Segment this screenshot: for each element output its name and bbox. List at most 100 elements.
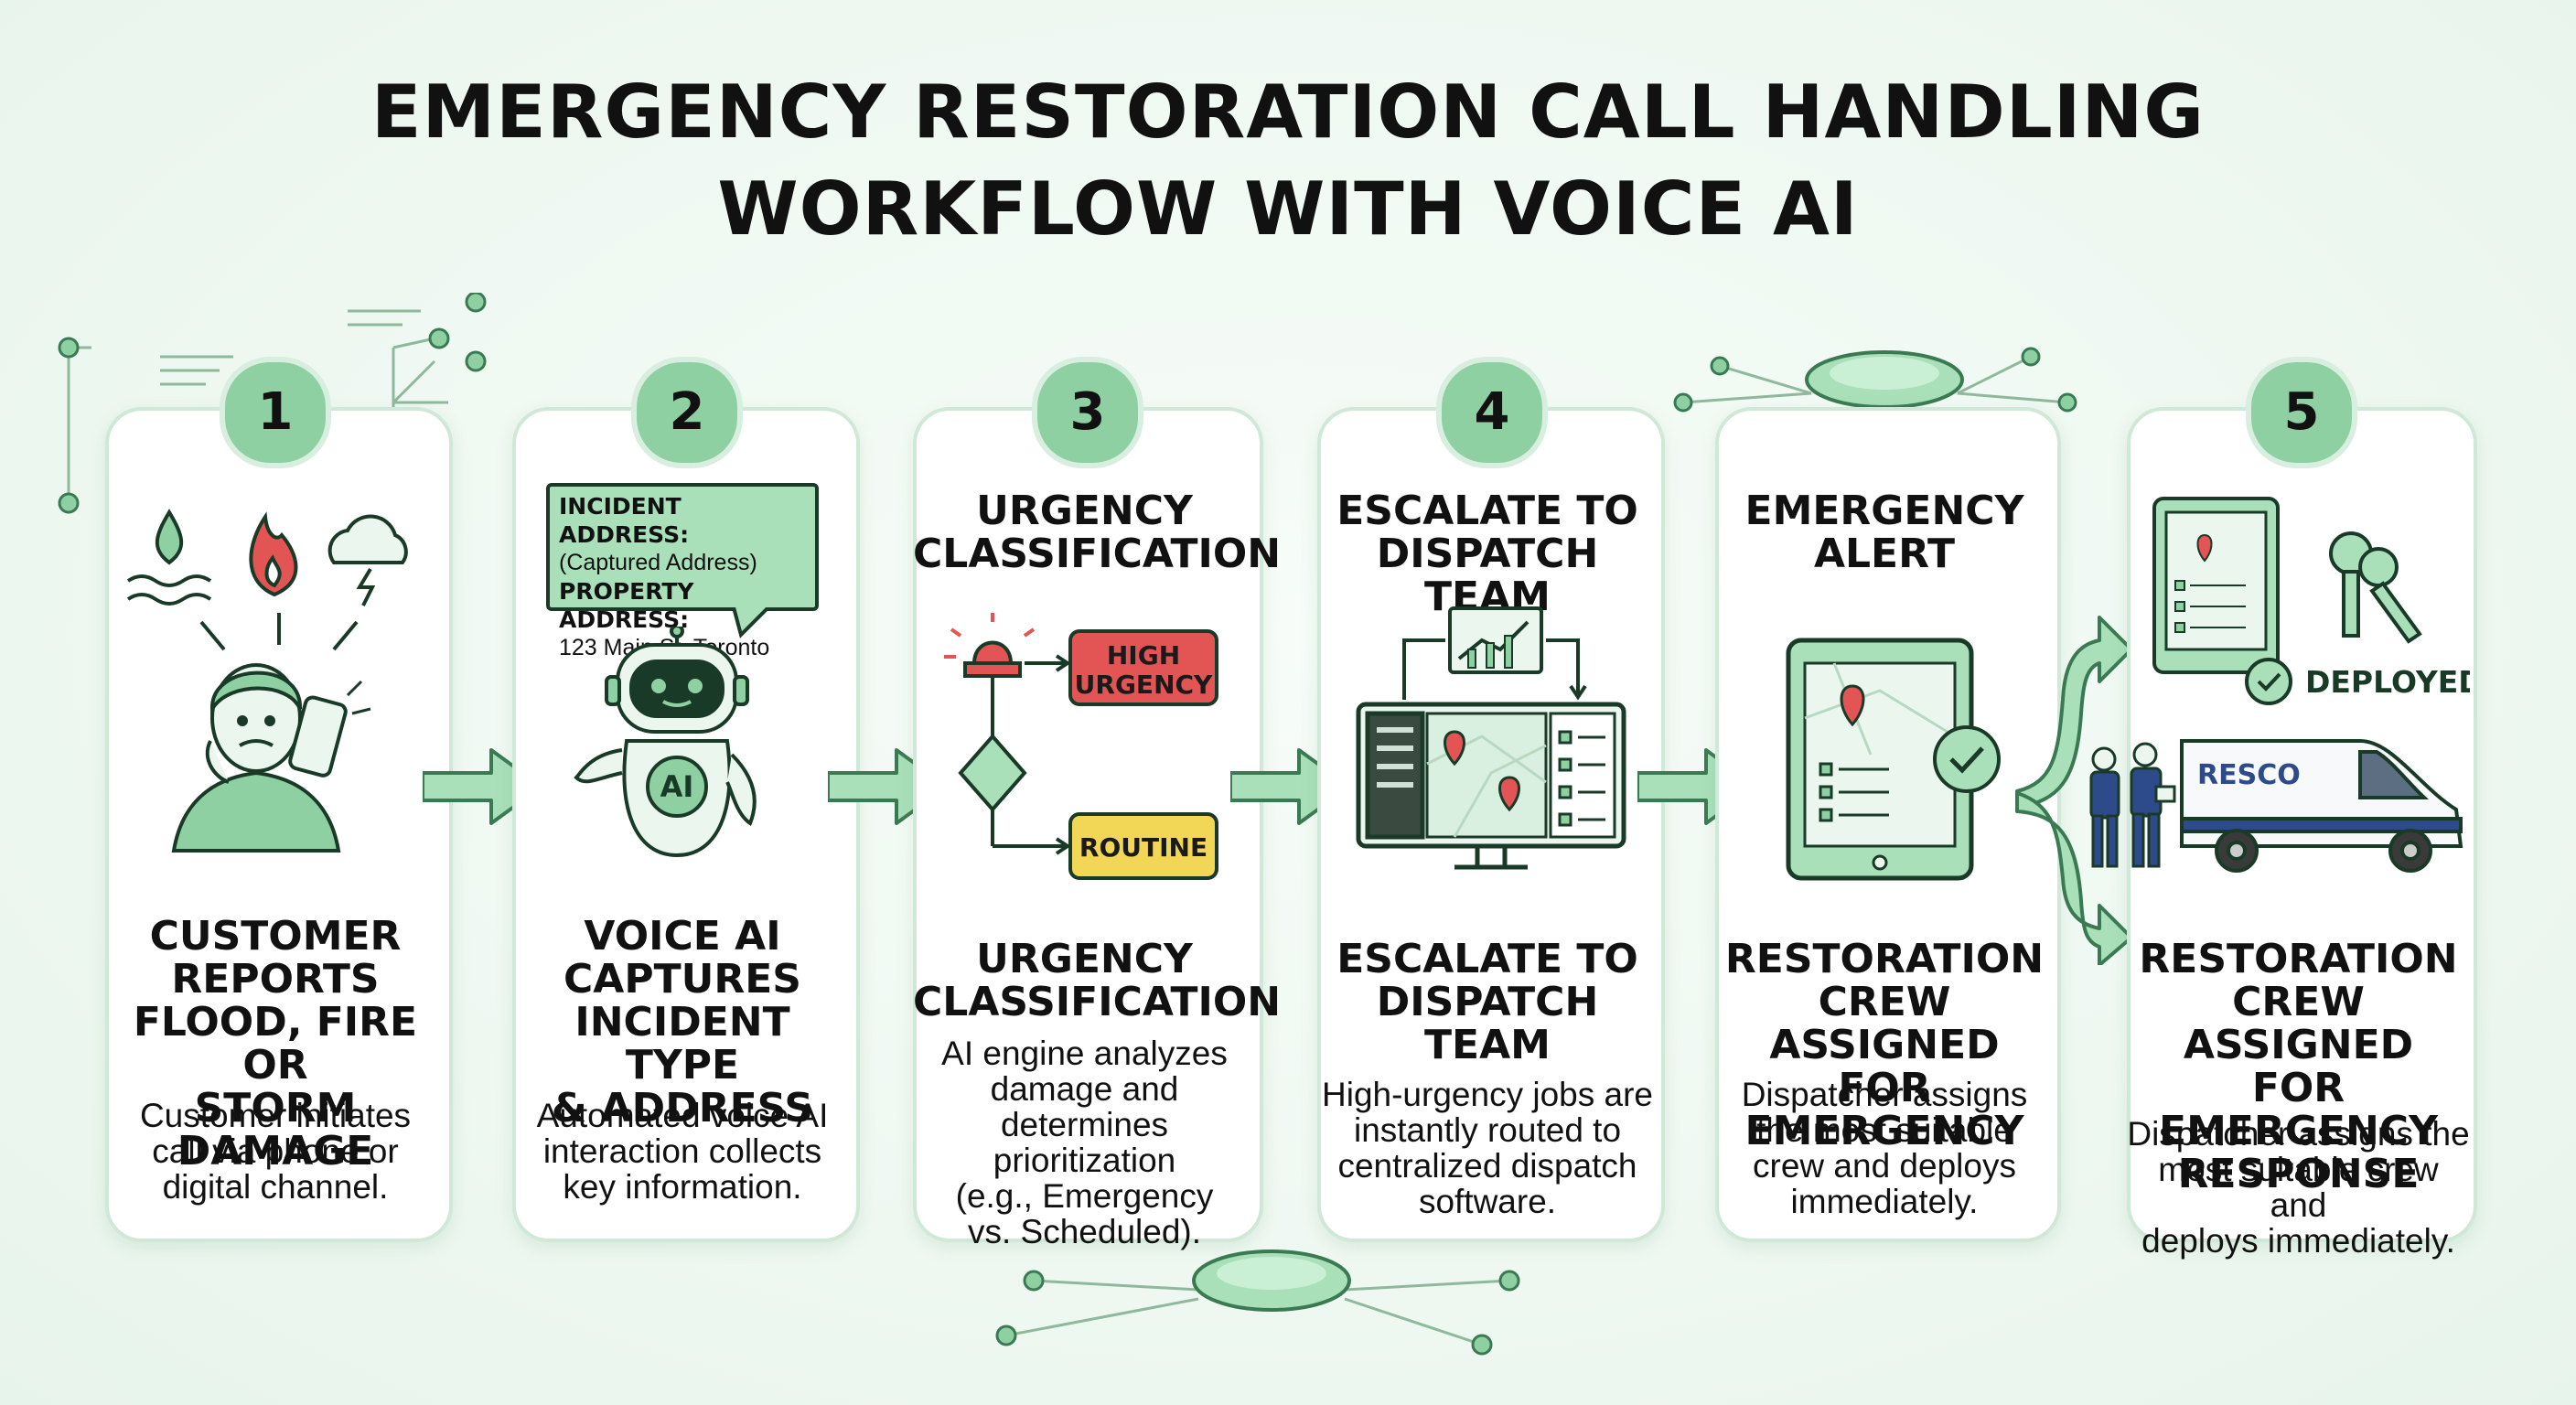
description-line: Customer initiates [139,1097,412,1134]
person-with-phone-icon [171,663,371,853]
step-number-4: 4 [1436,357,1548,468]
description-line: most suitable crew and [2158,1151,2439,1224]
heading-line: DISPATCH TEAM [1376,531,1599,620]
step-alert-description: Dispatcher assigns the most suitable cre… [1715,1077,2054,1219]
van-brand-label: RESCO [2197,759,2301,791]
heading-line: ALERT [1813,531,1956,577]
description-line: crew and deploys [1753,1147,2016,1185]
description-line: instantly routed to [1353,1111,1622,1149]
step-number-3: 3 [1032,357,1143,468]
fire-icon [249,511,298,597]
description-line: software. [1418,1183,1557,1220]
heading-line: VOICE AI [584,913,781,960]
routine-badge [1068,812,1218,880]
water-drop-icon [126,509,212,606]
heading-line: ESCALATE TO [1336,488,1638,534]
step-4-top-heading: ESCALATE TO DISPATCH TEAM [1317,489,1658,618]
heading-line: CLASSIFICATION [913,531,1282,577]
description-line: call via phone or [152,1132,399,1170]
description-line: damage and [990,1070,1179,1108]
description-line: (e.g., Emergency [955,1177,1214,1215]
robot-ai-label: AI [660,769,694,804]
description-line: immediately. [1790,1183,1979,1220]
description-line: Dispatcher assigns the [2127,1115,2470,1153]
decision-diamond [958,733,1027,813]
step-alert-heading: RESTORATION CREW ASSIGNED FOR EMERGENCY [1715,938,2054,1153]
branch-arrows [2015,616,2133,965]
dispatch-monitor-icon [1356,606,1626,870]
classification-flowchart: HIGH URGENCY ROUTINE [944,613,1218,880]
step-number-1: 1 [220,357,331,468]
crew-workers-icon [2089,742,2176,868]
deployed-check-icon [2245,658,2292,705]
circuit-decoration-top [1673,347,2077,413]
heading-line: STORM DAMAGE [177,1085,374,1174]
address-speech-bubble: INCIDENT ADDRESS: (Captured Address) PRO… [546,483,819,660]
step-4-description: High-urgency jobs are instantly routed t… [1317,1077,1658,1219]
checkmark-icon [1933,725,2001,793]
heading-line: FOR EMERGENCY [2159,1065,2438,1154]
bubble-line-label: INCIDENT ADDRESS: [559,493,690,548]
routine-label: ROUTINE [1079,832,1208,863]
heading-line: ESCALATE TO [1336,936,1638,982]
high-urgency-label-1: HIGH [1107,640,1180,670]
title-line-2: WORKFLOW WITH VOICE AI [717,166,1859,252]
step-number-2: 2 [631,357,743,468]
map-pin-icon [1840,684,1865,727]
heading-line: & ADDRESS [551,1085,814,1132]
heading-line: RESPONSE [2177,1151,2420,1197]
deployment-illustration: DEPLOYED RESCO [2089,497,2470,873]
description-line: centralized dispatch [1337,1147,1637,1185]
heading-line: FLOOD, FIRE OR [133,999,418,1089]
description-line: vs. Scheduled). [967,1213,1202,1250]
step-3-top-heading: URGENCY CLASSIFICATION [913,488,1282,577]
deployed-label: DEPLOYED [2305,664,2470,700]
description-line: Automated voice AI [536,1097,829,1134]
tablet-icon [2152,497,2280,674]
step-2-description: Automated voice AI interaction collects … [512,1098,853,1205]
description-line: digital channel. [162,1168,389,1206]
heading-line: CREW ASSIGNED [1769,979,2000,1068]
analytics-chart-icon [1448,606,1543,674]
storm-cloud-icon [327,514,408,606]
description-line: the most suitable [1756,1111,2012,1149]
heading-line: RESTORATION [2139,936,2458,982]
heading-line: TEAM [1424,1022,1551,1068]
step-2-heading: VOICE AI CAPTURES INCIDENT TYPE & ADDRES… [512,915,853,1130]
high-urgency-label-2: URGENCY [1075,670,1213,700]
title-line-1: EMERGENCY RESTORATION CALL HANDLING [370,70,2206,155]
step-1-heading: CUSTOMER REPORTS FLOOD, FIRE OR STORM DA… [105,915,445,1173]
page-title: EMERGENCY RESTORATION CALL HANDLING WORK… [0,64,2576,258]
heading-line: REPORTS [171,956,380,1003]
heading-line: URGENCY [976,488,1193,534]
description-line: determines prioritization [993,1106,1176,1179]
step-3-heading: URGENCY CLASSIFICATION [913,938,1282,1025]
description-line: key information. [563,1168,802,1206]
step-alert-top-heading: EMERGENCY ALERT [1715,489,2054,575]
description-line: deploys immediately. [2141,1222,2455,1260]
description-line: High-urgency jobs are [1322,1076,1653,1113]
heading-line: CLASSIFICATION [913,979,1282,1025]
bubble-line-label: PROPERTY ADDRESS: [559,578,694,633]
heading-line: DISPATCH [1376,979,1599,1025]
service-van-icon [2180,739,2463,873]
heading-line: EMERGENCY [1744,488,2024,534]
bubble-line-value: (Captured Address) [559,550,757,575]
description-line: Dispatcher assigns [1741,1076,2028,1113]
heading-line: CUSTOMER [149,913,402,960]
bubble-tail [732,607,770,638]
step-number-5: 5 [2246,357,2357,468]
tablet-alert-icon [1786,638,2001,881]
description-line: AI engine analyzes [941,1035,1228,1072]
heading-line: INCIDENT TYPE [574,999,790,1089]
step-3-description: AI engine analyzes damage and determines… [913,1035,1256,1249]
keys-icon [2329,531,2422,644]
heading-line: CREW ASSIGNED [2183,979,2414,1068]
circuit-decoration-bottom [995,1249,1520,1356]
step-1-description: Customer initiates call via phone or dig… [105,1098,445,1205]
step-1-illustration [126,509,408,853]
map-pin-icon [1444,730,1520,812]
heading-line: FOR EMERGENCY [1744,1065,2024,1154]
step-5-description: Dispatcher assigns the most suitable cre… [2127,1116,2470,1259]
step-5-heading: RESTORATION CREW ASSIGNED FOR EMERGENCY … [2127,938,2470,1196]
